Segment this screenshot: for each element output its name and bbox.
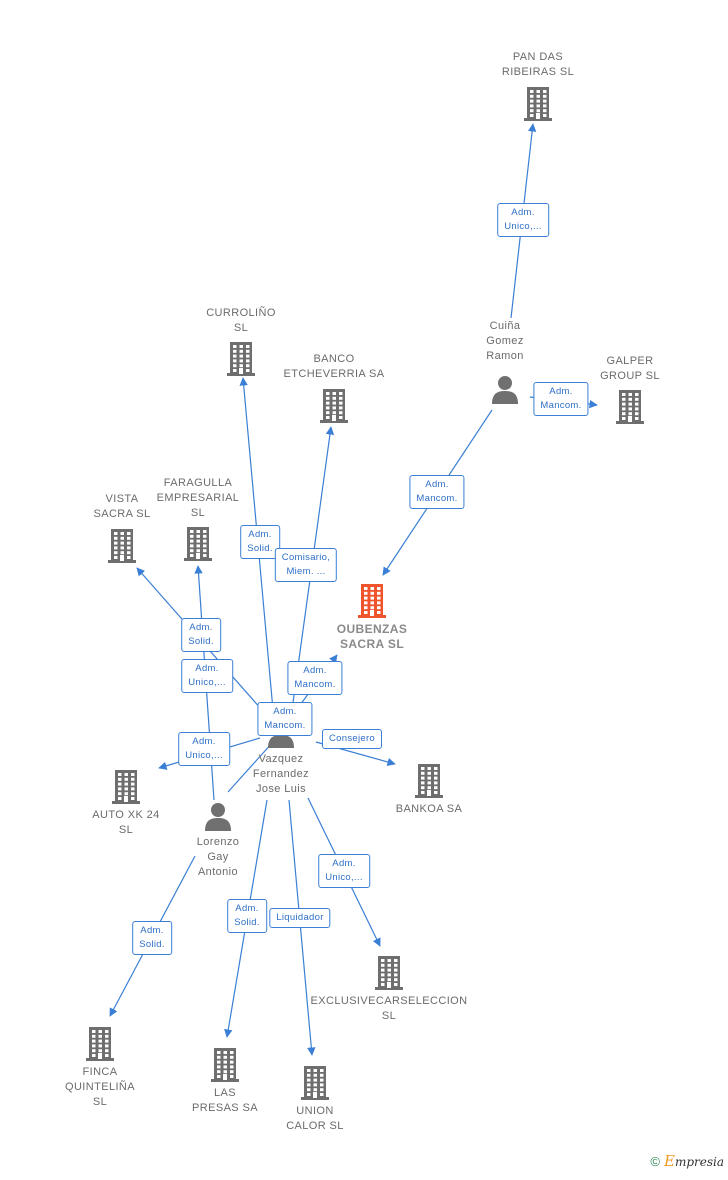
edge-role-label[interactable]: Adm. Unico,...: [497, 203, 549, 237]
copyright-symbol: ©: [650, 1153, 660, 1169]
edge-role-label[interactable]: Adm. Solid.: [240, 525, 280, 559]
edge-role-label[interactable]: Adm. Solid.: [181, 618, 221, 652]
building-icon: [183, 525, 213, 566]
edge-role-label[interactable]: Adm. Mancom.: [533, 382, 589, 416]
person-icon: [203, 801, 233, 836]
building-icon: [523, 85, 553, 126]
building-icon: [210, 1046, 240, 1087]
building-icon: [615, 388, 645, 429]
edge-role-label[interactable]: Adm. Mancom.: [287, 661, 343, 695]
edge-role-label[interactable]: Adm. Solid.: [227, 899, 267, 933]
building-icon: [319, 387, 349, 428]
building-icon: [300, 1064, 330, 1105]
edge-role-label[interactable]: Adm. Unico,...: [178, 732, 230, 766]
edges-layer: [109, 123, 598, 1056]
edge-role-label[interactable]: Comisario, Miem. ...: [274, 548, 338, 582]
building-icon: [226, 340, 256, 381]
edge-role-label[interactable]: Adm. Solid.: [132, 921, 172, 955]
node-label: UNION CALOR SL: [286, 1105, 344, 1132]
building-icon: [414, 762, 444, 803]
node-label: Lorenzo Gay Antonio: [196, 836, 240, 878]
building-icon: [357, 582, 387, 623]
building-icon: [85, 1025, 115, 1066]
node-label: EXCLUSIVECARSELECCION SL: [310, 995, 468, 1022]
node-label: CURROLIÑO SL: [206, 307, 276, 334]
person-icon: [490, 374, 520, 409]
edge-role-label[interactable]: Consejero: [321, 729, 383, 749]
building-icon: [107, 527, 137, 568]
node-label: AUTO XK 24 SL: [92, 809, 160, 836]
node-label: Vazquez Fernandez Jose Luis: [252, 753, 310, 795]
edge-role-label[interactable]: Adm. Mancom.: [409, 475, 465, 509]
edge-role-label[interactable]: Adm. Unico,...: [318, 854, 370, 888]
node-label: BANCO ETCHEVERRIA SA: [283, 353, 385, 380]
node-label: Cuiña Gomez Ramon: [486, 320, 524, 362]
node-label: GALPER GROUP SL: [600, 355, 660, 382]
node-label: VISTA SACRA SL: [93, 493, 151, 520]
node-label: FINCA QUINTELIÑA SL: [64, 1066, 135, 1108]
node-label: OUBENZAS SACRA SL: [336, 622, 408, 651]
node-label: PAN DAS RIBEIRAS SL: [501, 51, 575, 78]
node-label: FARAGULLA EMPRESARIAL SL: [156, 477, 240, 519]
edge-role-label[interactable]: Adm. Mancom.: [257, 702, 313, 736]
node-label: BANKOA SA: [395, 803, 463, 815]
node-label: LAS PRESAS SA: [192, 1087, 258, 1114]
edge-role-label[interactable]: Adm. Unico,...: [181, 659, 233, 693]
building-icon: [374, 954, 404, 995]
building-icon: [111, 768, 141, 809]
copyright-footer: © Empresia: [650, 1152, 724, 1170]
edge-role-label[interactable]: Liquidador: [269, 908, 331, 928]
brand-logo-text[interactable]: Empresia: [663, 1152, 724, 1170]
